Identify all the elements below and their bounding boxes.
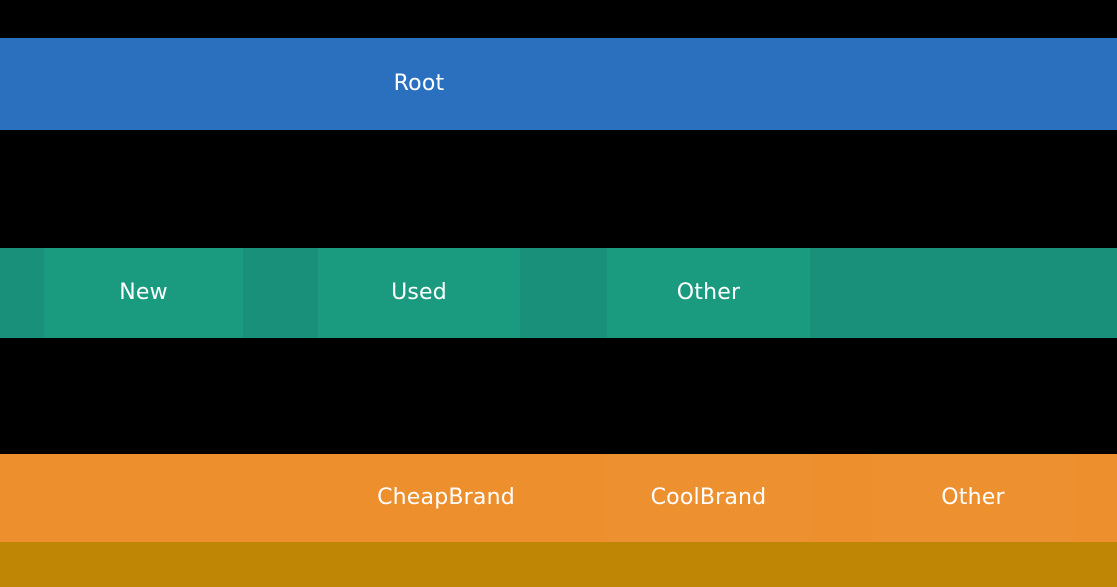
icicle-node-brand-2[interactable] bbox=[547, 454, 607, 542]
icicle-node-label: Other bbox=[941, 485, 1005, 510]
icicle-node-root-2[interactable] bbox=[520, 38, 1117, 130]
icicle-node-coolbrand[interactable]: CoolBrand bbox=[607, 454, 810, 542]
icicle-node-root[interactable]: Root bbox=[318, 38, 520, 130]
icicle-node-cheapbrand[interactable]: CheapBrand bbox=[345, 454, 547, 542]
icicle-node-brand-6[interactable] bbox=[1074, 454, 1117, 542]
icicle-node-condition-6[interactable] bbox=[810, 248, 1117, 338]
chart-level-brand: CheapBrand CoolBrand Other bbox=[0, 454, 1117, 542]
icicle-node-label: CheapBrand bbox=[377, 485, 515, 510]
icicle-node-new[interactable]: New bbox=[44, 248, 243, 338]
icicle-node-used[interactable]: Used bbox=[318, 248, 520, 338]
icicle-node-label: New bbox=[119, 280, 168, 305]
icicle-node-condition-0[interactable] bbox=[0, 248, 44, 338]
icicle-node-label: CoolBrand bbox=[650, 485, 767, 510]
icicle-node-label: Root bbox=[393, 71, 445, 96]
icicle-node-root-0[interactable] bbox=[0, 38, 318, 130]
chart-level-root: Root bbox=[0, 38, 1117, 130]
icicle-node-other[interactable]: Other bbox=[872, 454, 1074, 542]
icicle-node-label: Used bbox=[391, 280, 447, 305]
icicle-node-condition-2[interactable] bbox=[243, 248, 318, 338]
icicle-node-other[interactable]: Other bbox=[607, 248, 810, 338]
icicle-node-brand-4[interactable] bbox=[810, 454, 872, 542]
icicle-node-label: Other bbox=[676, 280, 741, 305]
chart-level-condition: New Used Other bbox=[0, 248, 1117, 338]
icicle-node-leaf-0[interactable] bbox=[0, 542, 1117, 587]
icicle-node-brand-0[interactable] bbox=[0, 454, 345, 542]
chart-level-leaf bbox=[0, 542, 1117, 587]
icicle-node-condition-4[interactable] bbox=[520, 248, 607, 338]
